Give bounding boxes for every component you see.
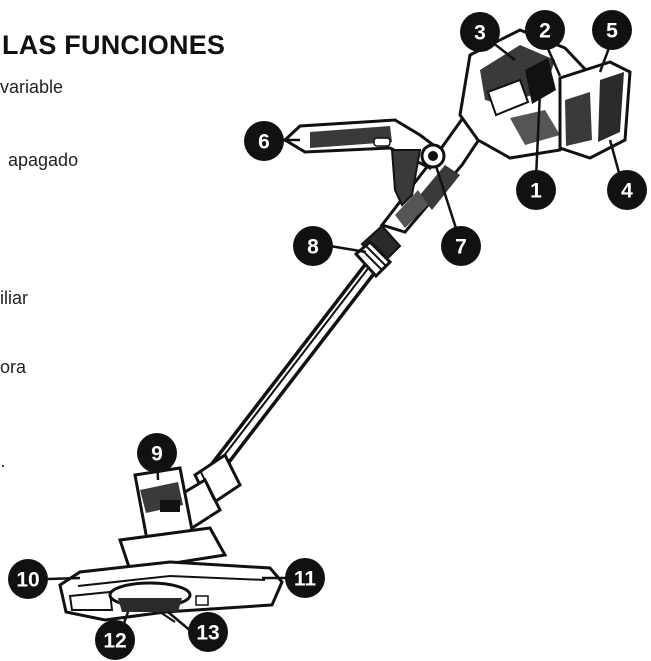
svg-text:8: 8	[307, 236, 319, 259]
lower-coupling	[178, 452, 242, 531]
text-fragment-ora: ora	[0, 357, 27, 377]
section-heading: LAS FUNCIONES	[2, 30, 226, 60]
callout-7: 7	[441, 226, 481, 266]
svg-text:7: 7	[455, 236, 467, 259]
callout-6: 6	[244, 121, 284, 161]
svg-text:12: 12	[103, 630, 126, 653]
svg-text:3: 3	[474, 22, 486, 45]
text-fragment-dot: ·	[0, 455, 6, 475]
callout-5: 5	[592, 10, 632, 50]
callout-8: 8	[293, 226, 333, 266]
guard	[58, 560, 284, 623]
callout-4: 4	[607, 170, 647, 210]
callout-10: 10	[8, 559, 48, 599]
svg-text:9: 9	[151, 443, 163, 466]
shaft	[207, 254, 383, 478]
callout-2: 2	[525, 10, 565, 50]
text-fragment-iliar: iliar	[0, 288, 29, 308]
svg-text:1: 1	[530, 180, 542, 203]
svg-text:13: 13	[196, 622, 219, 645]
callout-3: 3	[460, 12, 500, 52]
callout-11: 11	[285, 558, 325, 598]
svg-text:11: 11	[294, 568, 317, 591]
svg-text:6: 6	[258, 131, 270, 154]
callout-1: 1	[516, 170, 556, 210]
callout-9: 9	[137, 433, 177, 473]
svg-text:2: 2	[539, 20, 551, 43]
svg-text:4: 4	[621, 180, 633, 203]
callout-12: 12	[95, 620, 135, 660]
trimmer-head	[118, 466, 228, 572]
battery-pack	[558, 60, 632, 160]
callout-13: 13	[188, 612, 228, 652]
svg-text:5: 5	[606, 20, 618, 43]
text-fragment-apagado: apagado	[8, 150, 79, 170]
svg-text:10: 10	[16, 569, 39, 592]
text-fragment-variable: variable	[0, 77, 64, 97]
auxiliary-handle	[282, 118, 446, 207]
